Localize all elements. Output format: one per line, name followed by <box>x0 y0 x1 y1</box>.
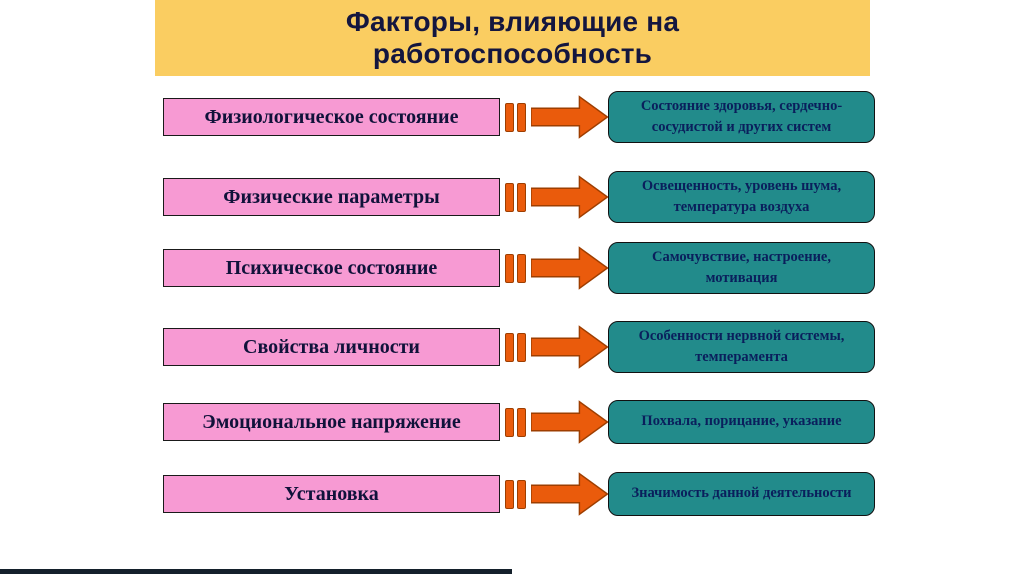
arrow-bar-icon <box>516 182 526 212</box>
arrow-icon <box>500 323 609 371</box>
title-banner: Факторы, влияющие на работоспособность <box>155 0 870 76</box>
right-arrow-icon <box>530 400 609 444</box>
arrow-icon <box>500 398 609 446</box>
detail-box: Состояние здоровья, сердечно-сосудистой … <box>608 90 875 144</box>
factor-label: Физиологическое состояние <box>204 106 459 128</box>
right-arrow-icon <box>530 175 609 219</box>
factor-row: Свойства личности Особенности нервной си… <box>163 319 875 375</box>
factor-row: Психическое состояние Самочувствие, наст… <box>163 240 875 296</box>
detail-label: Самочувствие, настроение, мотивация <box>651 248 831 286</box>
slide-bottom-edge <box>0 569 512 574</box>
factor-label: Психическое состояние <box>225 257 438 279</box>
factor-box: Эмоциональное напряжение <box>163 403 500 441</box>
detail-box: Особенности нервной системы, темперамент… <box>608 320 875 374</box>
arrow-bar-icon <box>505 332 514 362</box>
factor-label: Физические параметры <box>223 186 440 208</box>
detail-label: Особенности нервной системы, темперамент… <box>638 327 845 365</box>
detail-label: Состояние здоровья, сердечно-сосудистой … <box>640 97 843 135</box>
factor-row: Физиологическое состояние Состояние здор… <box>163 89 875 145</box>
detail-box: Похвала, порицание, указание <box>608 400 875 444</box>
factor-box: Психическое состояние <box>163 249 500 287</box>
arrow-bar-icon <box>516 332 526 362</box>
arrow-icon <box>500 244 609 292</box>
right-arrow-icon <box>530 95 609 139</box>
arrow-bar-icon <box>505 182 514 212</box>
detail-box: Освещенность, уровень шума, температура … <box>608 170 875 224</box>
factor-row: Установка Значимость данной деятельности <box>163 466 875 522</box>
arrow-bar-icon <box>516 479 526 509</box>
detail-label: Похвала, порицание, указание <box>641 413 842 430</box>
factor-label: Эмоциональное напряжение <box>202 411 461 433</box>
factor-box: Свойства личности <box>163 328 500 366</box>
factor-box: Установка <box>163 475 500 513</box>
arrow-bar-icon <box>516 407 526 437</box>
arrow-bar-icon <box>516 102 526 132</box>
arrow-icon <box>500 93 609 141</box>
detail-label: Освещенность, уровень шума, температура … <box>641 177 842 215</box>
arrow-icon <box>500 470 609 518</box>
detail-box: Значимость данной деятельности <box>608 472 875 516</box>
factor-box: Физические параметры <box>163 178 500 216</box>
page-title: Факторы, влияющие на работоспособность <box>345 5 680 69</box>
arrow-bar-icon <box>505 479 514 509</box>
arrow-bar-icon <box>505 102 514 132</box>
factor-box: Физиологическое состояние <box>163 98 500 136</box>
factor-label: Свойства личности <box>243 336 420 358</box>
factor-label: Установка <box>284 483 379 505</box>
factor-row: Физические параметры Освещенность, урове… <box>163 169 875 225</box>
right-arrow-icon <box>530 472 609 516</box>
right-arrow-icon <box>530 246 609 290</box>
detail-box: Самочувствие, настроение, мотивация <box>608 241 875 295</box>
right-arrow-icon <box>530 325 609 369</box>
arrow-bar-icon <box>505 407 514 437</box>
detail-label: Значимость данной деятельности <box>631 485 852 502</box>
arrow-bar-icon <box>516 253 526 283</box>
arrow-icon <box>500 173 609 221</box>
factor-row: Эмоциональное напряжение Похвала, порица… <box>163 394 875 450</box>
arrow-bar-icon <box>505 253 514 283</box>
